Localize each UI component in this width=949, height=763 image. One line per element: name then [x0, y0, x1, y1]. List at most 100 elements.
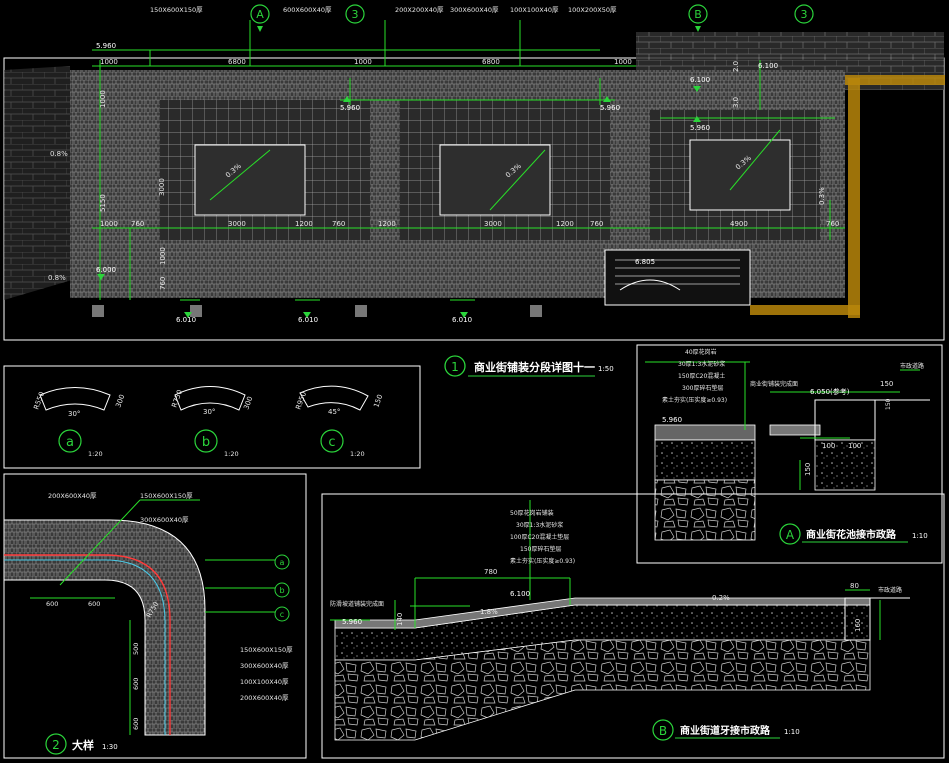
elevation: 5.960 [96, 42, 116, 50]
elevation: 5.960 [600, 104, 620, 112]
plan-note-5: 100X100X40厚 [510, 6, 559, 14]
detail2-bottom-note-1: 150X600X150厚 [240, 646, 293, 654]
detailA-title: 商业街花池接市政路 [806, 528, 897, 541]
detail2-number: 2 [52, 738, 60, 752]
dim: 760 [159, 277, 167, 290]
dim: 4900 [730, 220, 748, 228]
detail2-note-1: 200X600X40厚 [48, 492, 97, 500]
dim: 3000 [484, 220, 502, 228]
detail2-dim: 600 [46, 600, 58, 608]
detail2-dim: 600 [132, 718, 140, 730]
dim: 1200 [378, 220, 396, 228]
elevation: 6.000 [96, 266, 116, 274]
slope: 0.8% [48, 274, 66, 282]
abc-scale-b: 1:20 [224, 450, 239, 458]
slope: 0.3% [818, 187, 826, 205]
left-planting-area [4, 66, 72, 300]
detailB-elev-2: 6.100 [510, 590, 530, 598]
dim: 3.0 [732, 97, 740, 108]
abc-angle-a: 30° [68, 410, 80, 418]
dim: 1200 [295, 220, 313, 228]
elevation: 6.805 [635, 258, 655, 266]
detail2-ref-b: b [279, 586, 284, 595]
detail2-note-2: 150X600X150厚 [140, 492, 193, 500]
detailA-elev-2: 6.050(参考) [810, 387, 850, 396]
abc-letter-a: a [66, 435, 74, 450]
dim: 6800 [482, 58, 500, 66]
dim: 3000 [228, 220, 246, 228]
detailA-dim: 100 [822, 442, 835, 450]
detail2-scale: 1:30 [102, 743, 118, 751]
detail2-dim: 600 [132, 678, 140, 690]
detailA-layer-5: 素土夯实(压实度≥0.93) [662, 396, 727, 404]
stairs [604, 249, 751, 306]
marker-A: A [256, 8, 264, 21]
marker-3a: 3 [352, 8, 359, 21]
detail-1-title-text: 商业街铺装分段详图十一 [474, 360, 595, 374]
detailB-layer-5: 素土夯实(压实度≥0.93) [510, 557, 575, 565]
dim: 1000 [100, 220, 118, 228]
detailB-left-note: 防滑坡道铺装完成面 [330, 600, 384, 608]
detail2-note-3: 300X600X40厚 [140, 516, 189, 524]
abc-r-a: R550 [32, 391, 46, 411]
detailA-layer-1: 40厚花岗岩 [685, 348, 717, 356]
detailB-elev-1: 5.960 [342, 618, 362, 626]
elevation: 5.960 [690, 124, 710, 132]
detail-2: a b c 200X600X40厚 150X600X150厚 300X600X4… [3, 473, 307, 759]
detailA-layer-3: 150厚C20混凝土 [678, 372, 725, 380]
detailA-dim: 150 [804, 463, 812, 476]
abc-scale-c: 1:20 [350, 450, 365, 458]
elevation: 6.010 [452, 316, 472, 324]
detail2-bottom-note-4: 200X600X40厚 [240, 694, 289, 702]
elevation: 6.010 [176, 316, 196, 324]
detail-1-scale: 1:50 [598, 365, 614, 373]
detailB-title: 商业街道牙接市政路 [680, 724, 771, 737]
elevation: 6.010 [298, 316, 318, 324]
dim: 760 [332, 220, 345, 228]
dim: 1000 [100, 58, 118, 66]
elevation: 6.100 [690, 76, 710, 84]
detailA-scale: 1:10 [912, 532, 928, 540]
marker-3b: 3 [801, 8, 808, 21]
detail-1-title: 1 商业街铺装分段详图十一 1:50 [444, 355, 614, 377]
detailB-layer-2: 30厚1:3水泥砂浆 [516, 521, 563, 529]
detailA-elev-1: 5.960 [662, 416, 682, 424]
detailB-letter: B [659, 724, 667, 738]
detailA-layer-4: 300厚碎石垫层 [682, 384, 723, 392]
abc-r-c: R950 [294, 391, 308, 411]
dim: 1200 [556, 220, 574, 228]
dim: 6800 [228, 58, 246, 66]
detailB-dim: 80 [850, 582, 859, 590]
detail2-ref-c: c [280, 610, 284, 619]
abc-r-b: R750 [170, 389, 184, 409]
wood-edge [848, 78, 860, 318]
abc-scale-a: 1:20 [88, 450, 103, 458]
detailA-dim: 100 [848, 442, 861, 450]
curve-paving [3, 519, 206, 736]
elevation: 5.960 [340, 104, 360, 112]
detailB-dim: 140 [396, 613, 404, 626]
detailB-slope-2: 0.2% [712, 594, 730, 602]
detailA-layer-2: 30厚1:3水泥砂浆 [678, 360, 725, 368]
plan-note-4: 300X600X40厚 [450, 6, 499, 14]
slope: 0.8% [50, 150, 68, 158]
detail-abc: 30° R550 300 30° R750 300 45° R950 150 a… [3, 365, 421, 469]
detailB-slope-1: 1.8% [480, 608, 498, 616]
detail2-dim: 500 [132, 643, 140, 655]
detail2-dim: 600 [88, 600, 100, 608]
dim: 2.0 [732, 61, 740, 72]
dim: 3000 [158, 178, 166, 196]
plan-note-2: 600X600X40厚 [283, 6, 332, 14]
detail2-ref-a: a [280, 558, 285, 567]
detailB-layer-3: 100厚C20混凝土垫层 [510, 533, 569, 541]
abc-letter-b: b [202, 435, 210, 450]
detailB-scale: 1:10 [784, 728, 800, 736]
dim: 1000 [99, 90, 107, 108]
marker-B: B [694, 8, 702, 21]
detail2-title: 大样 [72, 738, 94, 752]
abc-angle-b: 30° [203, 408, 215, 416]
detailA-top-note: 商业街铺装完成面 [750, 380, 798, 388]
detailB-layer-1: 50厚花岗岩铺装 [510, 509, 554, 517]
